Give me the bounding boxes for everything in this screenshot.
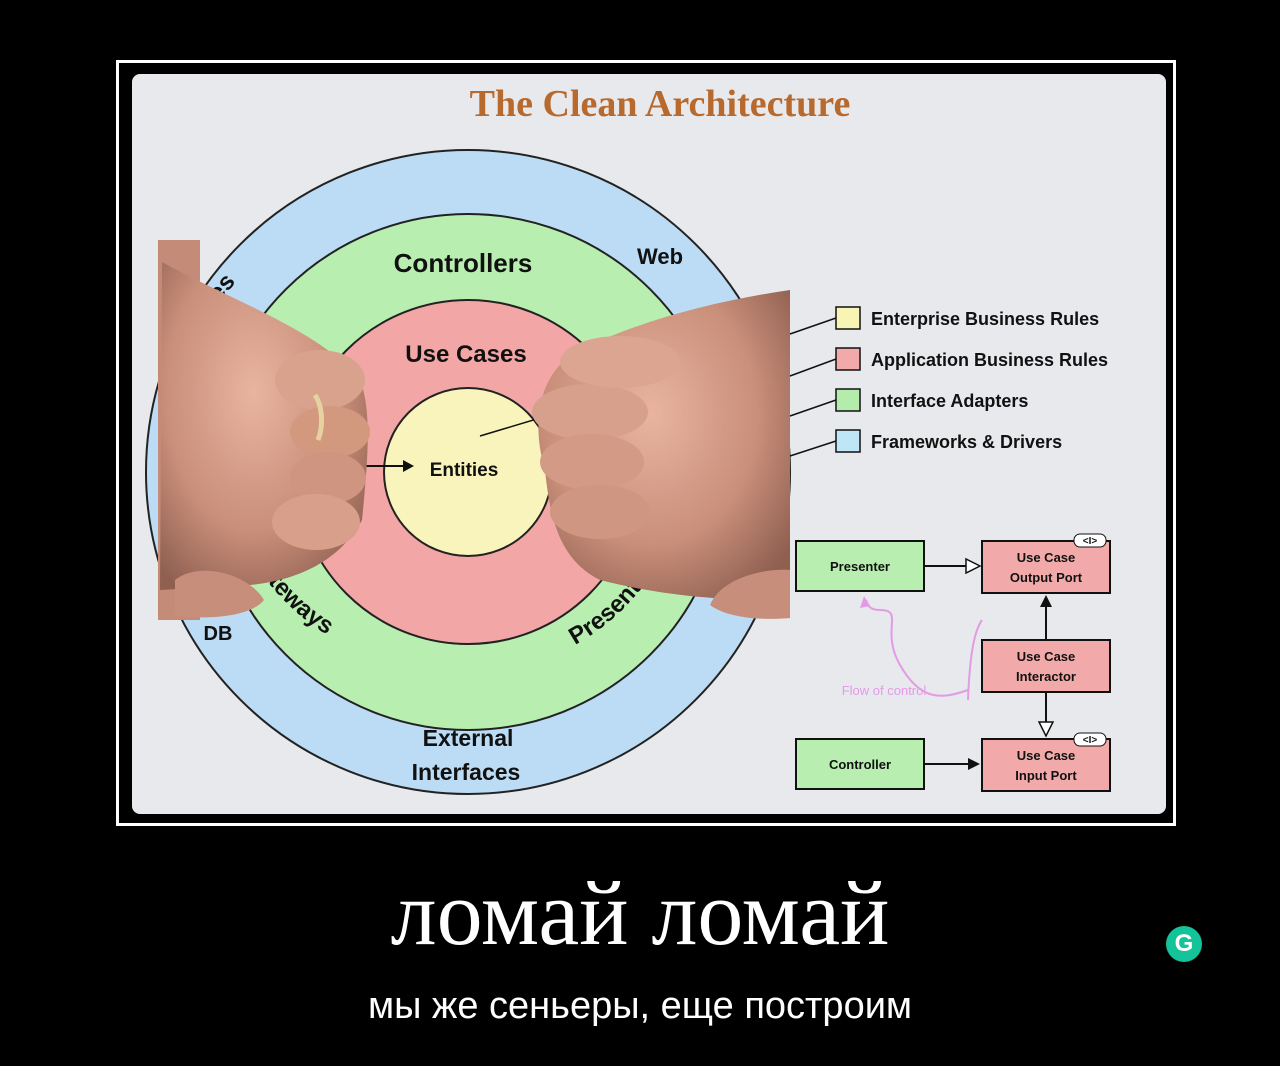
input-port-label-2: Input Port	[1015, 768, 1077, 783]
caption-main: ломай ломай	[390, 862, 890, 964]
realization-arrow-icon	[965, 557, 982, 575]
flow-arrow-icon	[860, 596, 870, 608]
legend-swatch-enterprise	[835, 306, 861, 330]
presenter-box	[795, 540, 925, 592]
web-label: Web	[637, 244, 683, 269]
presenter-label: Presenter	[830, 559, 890, 574]
output-port-label-2: Output Port	[1010, 570, 1083, 585]
right-hand-image	[532, 290, 790, 619]
flow-of-control-diagram: Presenter Controller Use Case Output Por…	[795, 533, 1111, 792]
controllers-label: Controllers	[394, 248, 533, 278]
external-interfaces-label-2: Interfaces	[412, 759, 521, 785]
svg-text:<I>: <I>	[1083, 536, 1098, 547]
output-port-label-1: Use Case	[1017, 550, 1076, 565]
controller-label: Controller	[829, 757, 891, 772]
legend-swatch-frameworks	[835, 429, 861, 453]
svg-text:<I>: <I>	[1083, 735, 1098, 746]
input-port-label-1: Use Case	[1017, 748, 1076, 763]
caption-sub: мы же сеньеры, еще построим	[367, 985, 913, 1027]
interactor-to-output-arrow-icon	[1040, 595, 1052, 607]
output-port-box	[981, 540, 1111, 594]
interactor-to-input-arrow-icon	[1037, 721, 1055, 738]
legend: Enterprise Business Rules Application Bu…	[789, 306, 1108, 457]
output-port-interface-badge	[1073, 533, 1107, 548]
input-port-interface-badge	[1073, 732, 1107, 747]
flow-of-control-label: Flow of control	[842, 683, 927, 698]
legend-swatch-adapters	[835, 388, 861, 412]
interactor-label-1: Use Case	[1017, 649, 1076, 664]
legend-label-frameworks: Frameworks & Drivers	[871, 432, 1062, 452]
arrow-head-icon	[403, 460, 414, 472]
legend-label-enterprise: Enterprise Business Rules	[871, 309, 1099, 329]
use-cases-label: Use Cases	[405, 341, 526, 368]
grammarly-icon[interactable]: G	[1166, 926, 1202, 962]
input-port-box	[981, 738, 1111, 792]
interactor-box	[981, 639, 1111, 693]
left-hand-image	[158, 240, 370, 620]
flow-of-control-curve	[865, 599, 969, 697]
external-interfaces-label-1: External	[423, 725, 514, 751]
interactor-label-2: Interactor	[1016, 669, 1076, 684]
entities-label: Entities	[430, 460, 499, 481]
legend-swatch-application	[835, 347, 861, 371]
legend-label-adapters: Interface Adapters	[871, 391, 1028, 411]
controller-arrow-icon	[968, 758, 980, 770]
diagram-title: The Clean Architecture	[470, 83, 851, 125]
db-label: DB	[204, 623, 233, 645]
legend-label-application: Application Business Rules	[871, 350, 1108, 370]
